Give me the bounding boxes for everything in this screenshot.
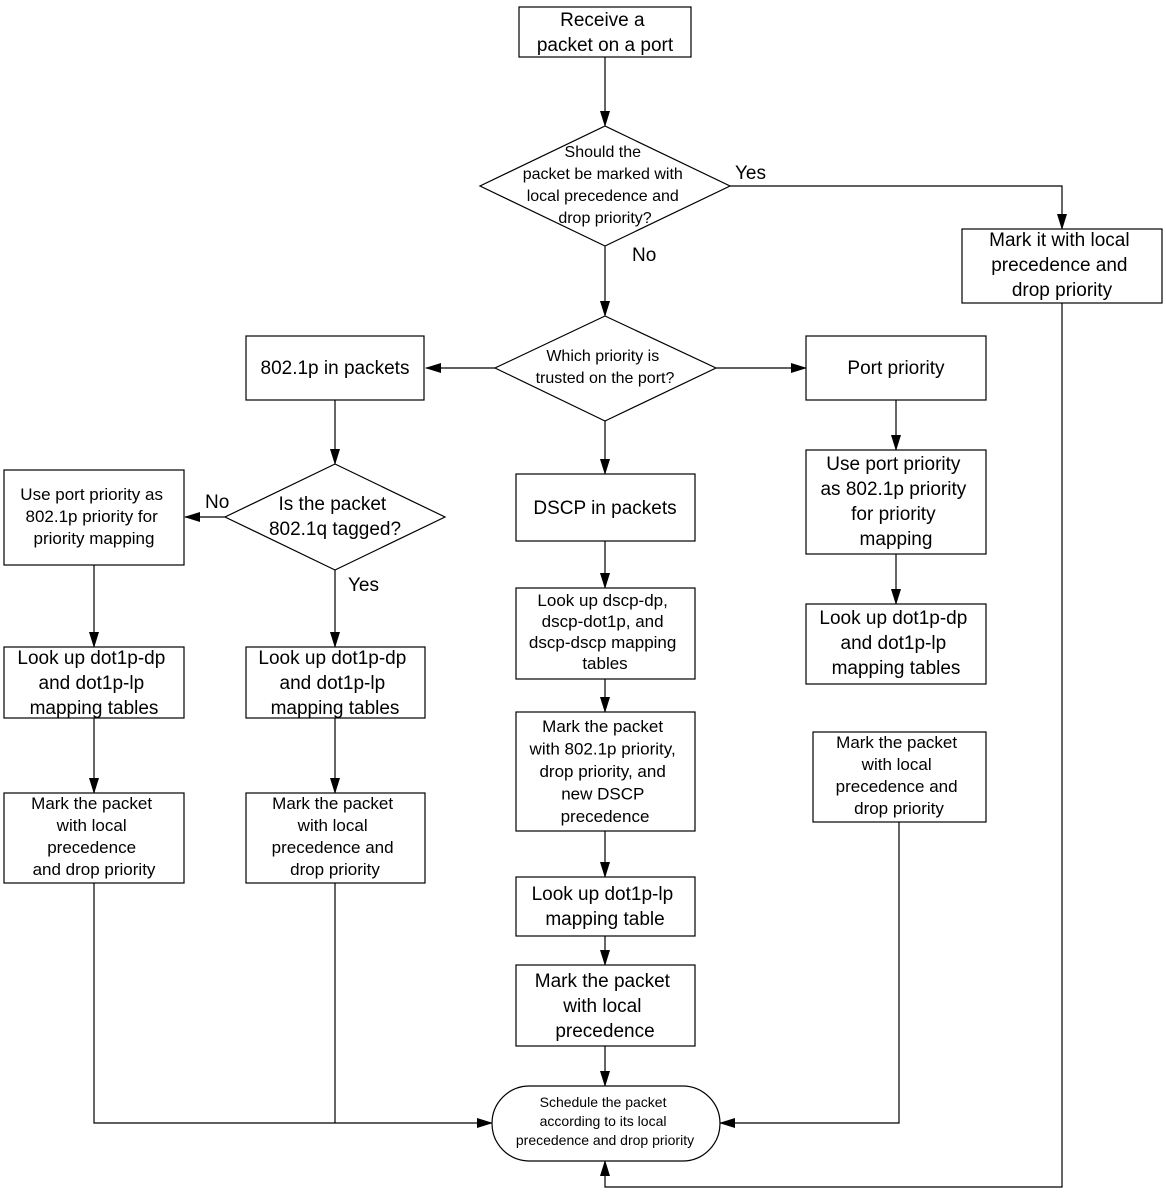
dot1p-in-packets-text: 802.1p in packets (261, 358, 410, 379)
dscp-in-packets-text: DSCP in packets (533, 498, 676, 519)
node-receive-box (518, 6, 692, 58)
edge-yes-to-mark-local (729, 185, 1067, 230)
mark-dscp-text: Mark the packet with 802.1p priority, dr… (529, 717, 681, 826)
node-lookup-lp-box (515, 876, 696, 937)
mark-left2-text: Mark the packet with local precedence an… (272, 794, 399, 879)
node-dscp-box (515, 473, 696, 542)
lookup-right-text: Look up dot1p-dp and dot1p-lp mapping ta… (819, 608, 972, 679)
lookup-lp-text: Look up dot1p-lp mapping table (532, 884, 679, 930)
node-mark-right-box (812, 731, 987, 823)
edge-label-no-top: No (632, 245, 656, 266)
use-port-left-text: Use port priority as 802.1p priority for… (20, 485, 167, 548)
mark-local-prec-text: Mark the packet with local precedence (535, 971, 675, 1042)
should-mark-text: Should the packet be marked with local p… (523, 144, 688, 227)
edge-label-yes-top: Yes (735, 163, 766, 184)
node-should-mark-diamond (478, 125, 732, 247)
node-mark-dscp-box (515, 711, 696, 832)
lookup-left1-text: Look up dot1p-dp and dot1p-lp mapping ta… (17, 648, 170, 719)
mark-right-text: Mark the packet with local precedence an… (836, 733, 963, 818)
mark-left1-text: Mark the packet with local precedence an… (31, 794, 157, 879)
node-lookup-right-box (805, 603, 987, 685)
edge-mark-right-to-schedule (719, 822, 900, 1128)
node-tagged-diamond (223, 463, 447, 571)
node-port-priority-box (805, 335, 987, 401)
edge-label-yes-left: Yes (348, 575, 379, 596)
node-lookup-left2-box (245, 646, 426, 719)
node-use-port-left-box (3, 469, 185, 566)
node-mark-left1-box (3, 792, 185, 884)
node-mark-left2-box (245, 792, 426, 884)
node-use-port-right-box (805, 449, 987, 555)
lookup-dscp-text: Look up dscp-dp, dscp-dot1p, and dscp-ds… (529, 591, 681, 673)
port-priority-text: Port priority (847, 358, 945, 379)
lookup-left2-text: Look up dot1p-dp and dot1p-lp mapping ta… (258, 648, 411, 719)
node-lookup-left1-box (3, 646, 185, 719)
node-mark-local-box (961, 228, 1163, 304)
is-tagged-text: Is the packet 802.1q tagged? (269, 494, 401, 540)
node-802-1p-box (245, 335, 425, 401)
node-which-priority-diamond (493, 315, 718, 422)
schedule-text: Schedule the packet according to its loc… (516, 1094, 694, 1148)
receive-text: Receive a packet on a port (537, 10, 674, 56)
node-lookup-dscp-box (515, 587, 696, 680)
edge-label-no-left: No (205, 492, 229, 513)
mark-local-text: Mark it with local precedence and drop p… (989, 230, 1135, 301)
node-mark-local-prec-box (515, 964, 696, 1047)
node-schedule-terminal (491, 1085, 721, 1162)
which-priority-text: Which priority is trusted on the port? (536, 348, 675, 387)
edge-mark-local-to-schedule (600, 303, 1063, 1188)
edge-mark-left-to-schedule (93, 883, 493, 1128)
use-port-right-text: Use port priority as 802.1p priority for… (820, 454, 971, 550)
connectors (89, 57, 1067, 1188)
